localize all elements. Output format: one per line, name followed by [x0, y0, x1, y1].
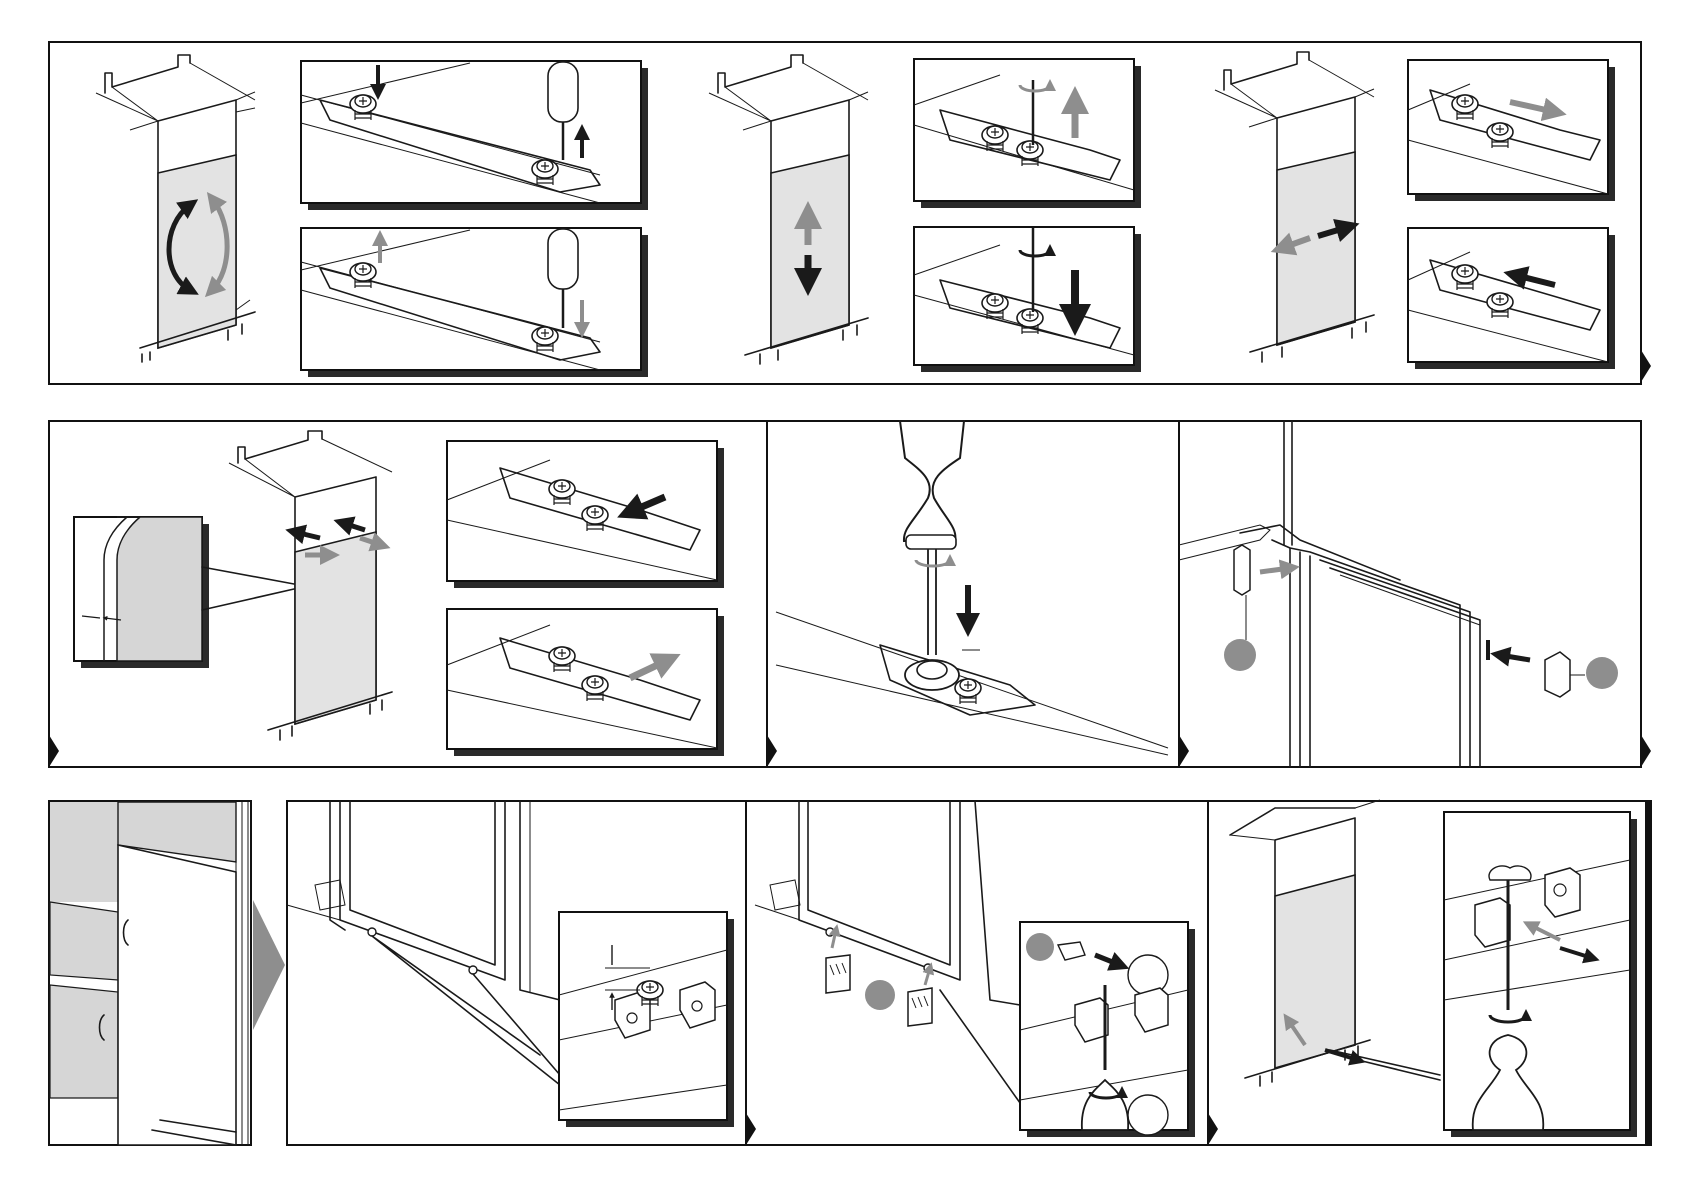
detail-press-left — [447, 441, 724, 588]
row-2-frame — [49, 421, 1641, 767]
callout-marker-4 — [1026, 933, 1054, 961]
step-marker-icon — [1641, 350, 1651, 382]
closed-cabinet-overview — [49, 801, 251, 1145]
callout-marker-3 — [865, 980, 895, 1010]
callout-marker-1 — [1224, 639, 1256, 671]
detail-bracket-lift — [914, 59, 1141, 208]
detail-slide-left — [1408, 228, 1615, 369]
detail-press-right — [447, 609, 724, 756]
detail-hinge-screw-loosen — [301, 61, 648, 210]
next-step-arrow-icon — [253, 900, 285, 1030]
step-marker-icon — [1641, 735, 1651, 767]
detail-hinge-screw-tighten — [301, 228, 648, 377]
detail-bracket-lower — [914, 227, 1141, 372]
callout-marker-2 — [1586, 657, 1618, 689]
detail-slide-right — [1408, 60, 1615, 201]
